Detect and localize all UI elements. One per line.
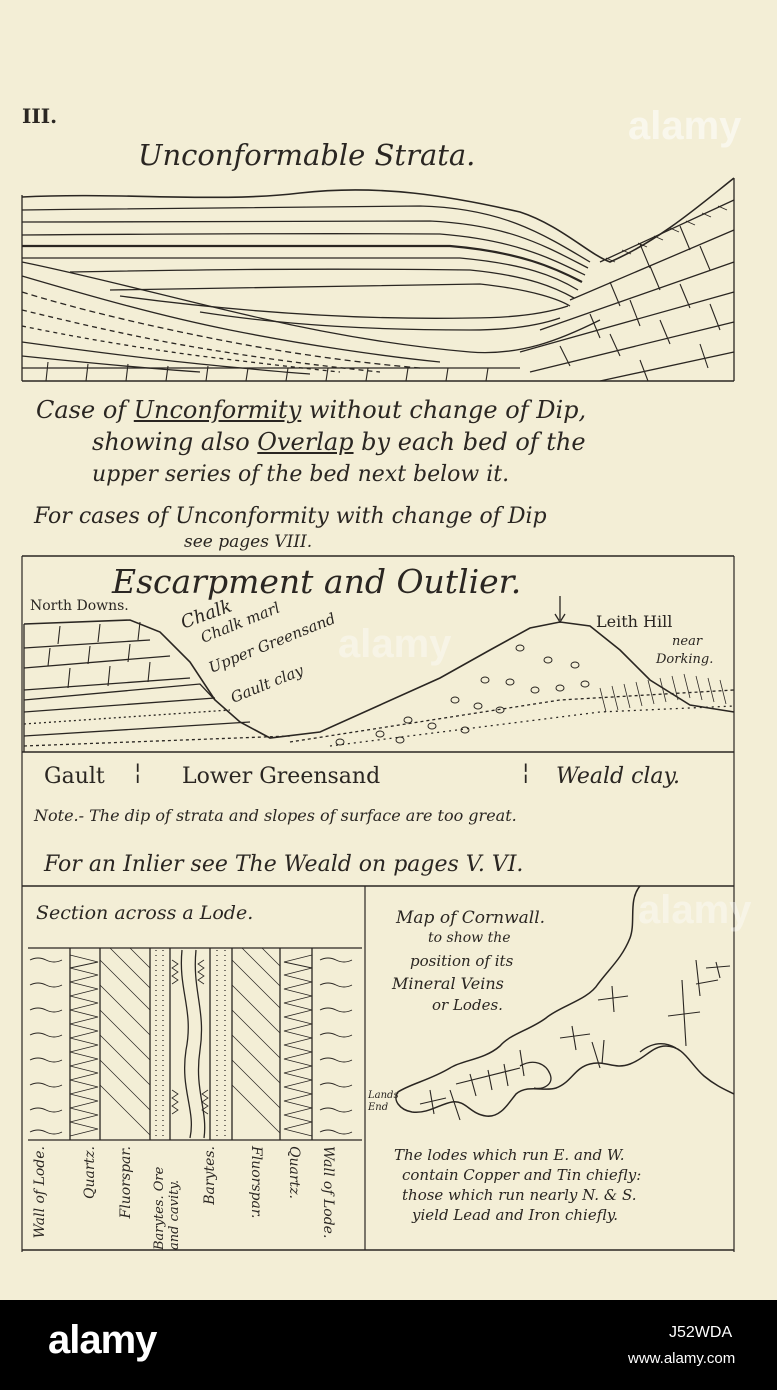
section3-title: Section across a Lode. [36,902,254,924]
lode-label-fluorspar-right: Fluorspar. [248,1146,264,1219]
lode-label-quartz-right: Quartz. [286,1146,302,1199]
label-north-downs: North Downs. [30,598,129,614]
legend-weald-clay: Weald clay. [556,764,681,789]
section1-title: Unconformable Strata. [138,138,476,172]
section1-caption-line4: For cases of Unconformity with change of… [34,504,547,529]
watermark-bar [0,1300,777,1390]
image-id: J52WDA [669,1324,733,1341]
map-title-line2: to show the [428,930,511,946]
escarpment-diagram [22,596,735,753]
map-title-line3: position of its [410,952,514,970]
label-dorking: Dorking. [656,652,714,667]
legend-lower-greensand: Lower Greensand [182,764,381,789]
legend-sep-1: ¦ [134,760,142,785]
lode-label-quartz-left: Quartz. [82,1146,98,1199]
label-near: near [672,634,703,649]
map-caption-line2: contain Copper and Tin chiefly: [402,1166,642,1184]
lode-section-diagram [28,947,362,1141]
section1-caption-line1: Case of Unconformity without change of D… [36,396,586,424]
lode-label-fluorspar-left: Fluorspar. [118,1146,134,1219]
label-leith-hill: Leith Hill [596,612,673,631]
legend-gault: Gault [44,764,105,789]
watermark-logo-top: alamy [628,104,742,148]
map-caption-line4: yield Lead and Iron chiefly. [412,1206,618,1224]
lode-label-wall-right: Wall of Lode. [320,1146,336,1239]
caption-text: showing also [92,428,258,456]
lode-label-barytes: Barytes. [202,1146,218,1205]
book-page: III. Unconformable Strata. Case of Uncon… [0,0,777,1300]
unconformity-diagram [21,177,735,382]
caption-text: by each bed of the [353,428,586,456]
map-title-line4: Mineral Veins [392,974,504,993]
section1-caption-line5: see pages VIII. [184,532,313,552]
cornwall-map [395,885,735,1121]
legend-sep-2: ¦ [522,760,530,785]
section2-note: Note.- The dip of strata and slopes of s… [34,806,517,825]
map-caption-line1: The lodes which run E. and W. [394,1146,625,1164]
label-lands-end: Lands End [368,1090,399,1113]
caption-term-unconformity: Unconformity [133,396,302,424]
lode-label-wall-left: Wall of Lode. [32,1146,48,1239]
watermark-logo-middle: alamy [338,622,452,666]
map-caption-line3: those which run nearly N. & S. [402,1186,637,1204]
section1-caption-line2: showing also Overlap by each bed of the [92,428,586,456]
caption-text: Case of [36,396,134,424]
lode-label-ore-cavity: Barytes. Ore and cavity. [152,1166,182,1250]
alamy-url: www.alamy.com [628,1350,736,1367]
map-title-line1: Map of Cornwall. [396,908,546,928]
caption-term-overlap: Overlap [257,428,354,456]
watermark-logo-right: alamy [638,888,752,932]
alamy-logo: alamy [48,1318,157,1362]
caption-text: without change of Dip, [301,396,587,424]
plate-drawings [21,177,735,1252]
section2-title: Escarpment and Outlier. [112,562,522,601]
map-title-line5: or Lodes. [432,996,503,1014]
lode-vertical-labels: Wall of Lode. Quartz. Fluorspar. Barytes… [30,1146,360,1250]
plate-number: III. [22,104,58,128]
section1-caption-line3: upper series of the bed next below it. [92,462,510,487]
section2-inlier-line: For an Inlier see The Weald on pages V. … [44,852,524,877]
